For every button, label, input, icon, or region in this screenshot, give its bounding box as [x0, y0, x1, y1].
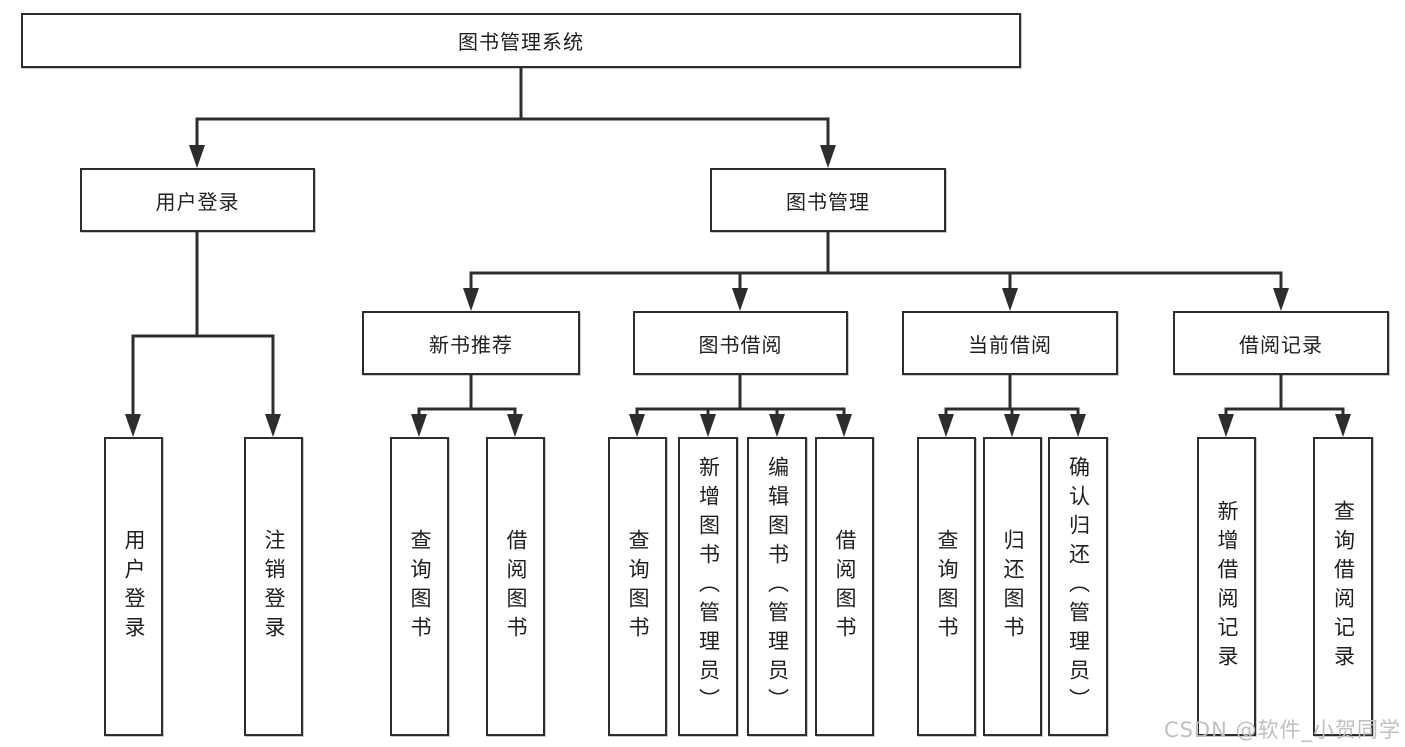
- leaf-label: 新增借阅记录: [1215, 499, 1239, 674]
- leaf-borrow-books-recommend: 借阅图书: [486, 437, 545, 736]
- arrowhead-icon: [265, 414, 281, 437]
- leaf-query-books-current: 查询图书: [917, 437, 976, 736]
- leaf-label: 借阅图书: [504, 528, 528, 645]
- connector-bookmgmt-to-level3: [469, 232, 1283, 295]
- node-label: 图书管理系统: [458, 30, 584, 54]
- arrowhead-icon: [1070, 414, 1086, 437]
- leaf-add-books-admin: 新增图书（管理员）: [678, 437, 738, 736]
- arrowhead-icon: [938, 414, 954, 437]
- node-book-borrowing: 图书借阅: [633, 311, 848, 375]
- leaf-label: 注销登录: [262, 528, 286, 645]
- node-label: 用户登录: [155, 189, 240, 214]
- node-label: 当前借阅: [968, 332, 1052, 357]
- leaf-query-borrow-record: 查询借阅记录: [1313, 437, 1373, 736]
- leaf-query-books-recommend: 查询图书: [390, 437, 449, 736]
- node-user-login: 用户登录: [80, 168, 315, 232]
- arrowhead-icon: [1335, 414, 1351, 437]
- leaf-label: 确认归还（管理员）: [1066, 456, 1091, 717]
- arrowheads: [125, 145, 1351, 437]
- connector-level3-stems: [469, 375, 1283, 411]
- node-label: 图书管理: [786, 189, 870, 214]
- leaf-label: 查询图书: [935, 528, 959, 645]
- watermark: CSDN @软件_小贺同学: [1163, 718, 1401, 742]
- arrowhead-icon: [700, 414, 716, 437]
- leaf-add-borrow-record: 新增借阅记录: [1197, 437, 1256, 736]
- leaf-edit-books-admin: 编辑图书（管理员）: [747, 437, 807, 736]
- node-root-system: 图书管理系统: [21, 13, 1021, 68]
- arrowhead-icon: [189, 145, 205, 168]
- arrowhead-icon: [769, 414, 785, 437]
- node-borrowing-records: 借阅记录: [1173, 311, 1389, 375]
- arrowhead-icon: [629, 414, 645, 437]
- node-label: 借阅记录: [1239, 332, 1323, 357]
- connector-root-to-level2: [195, 68, 830, 150]
- leaf-query-books-borrowing: 查询图书: [608, 437, 667, 736]
- leaf-label: 编辑图书（管理员）: [765, 456, 790, 717]
- leaf-return-books: 归还图书: [983, 437, 1042, 736]
- arrowhead-icon: [463, 288, 479, 311]
- leaf-label: 归还图书: [1001, 528, 1025, 645]
- node-new-book-recommendation: 新书推荐: [362, 311, 580, 375]
- node-current-borrowing: 当前借阅: [902, 311, 1118, 375]
- leaf-label: 新增图书（管理员）: [696, 456, 721, 717]
- arrowhead-icon: [411, 414, 427, 437]
- leaf-confirm-return-admin: 确认归还（管理员）: [1048, 437, 1108, 736]
- leaf-label: 借阅图书: [833, 528, 857, 645]
- leaf-label: 查询图书: [626, 528, 650, 645]
- arrowhead-icon: [820, 145, 836, 168]
- arrowhead-icon: [1218, 414, 1234, 437]
- arrowhead-icon: [836, 414, 852, 437]
- leaf-logout: 注销登录: [244, 437, 303, 736]
- arrowhead-icon: [507, 414, 523, 437]
- connector-userlogin-to-leaves: [131, 232, 275, 421]
- arrowhead-icon: [1273, 288, 1289, 311]
- leaf-label: 查询图书: [408, 528, 432, 645]
- leaf-label: 用户登录: [122, 528, 146, 645]
- arrowhead-icon: [732, 288, 748, 311]
- connector-leaf-drops: [417, 409, 1345, 421]
- node-label: 图书借阅: [698, 332, 783, 357]
- node-label: 新书推荐: [429, 332, 513, 357]
- arrowhead-icon: [1004, 414, 1020, 437]
- leaf-borrow-books: 借阅图书: [815, 437, 874, 736]
- arrowhead-icon: [125, 414, 141, 437]
- leaf-user-login: 用户登录: [104, 437, 163, 736]
- arrowhead-icon: [1002, 288, 1018, 311]
- leaf-label: 查询借阅记录: [1331, 499, 1356, 674]
- node-book-management: 图书管理: [710, 168, 946, 232]
